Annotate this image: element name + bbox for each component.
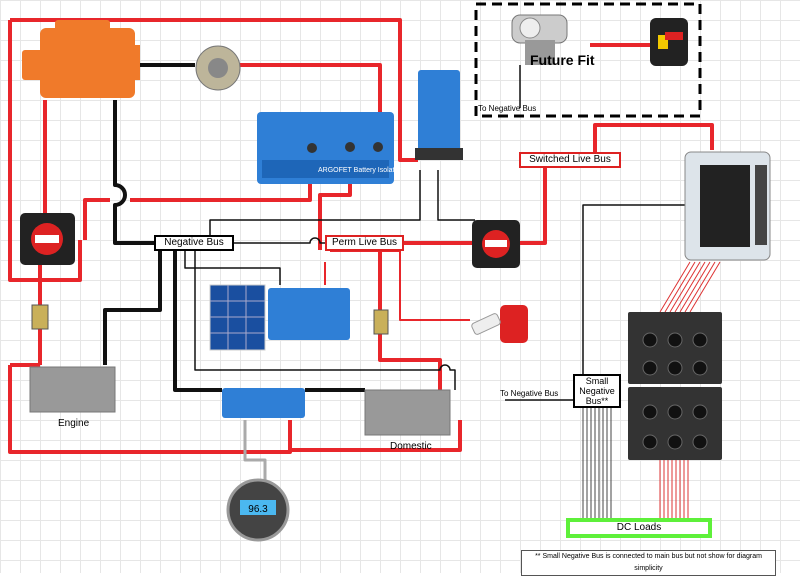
fuse-box-icon xyxy=(684,151,771,261)
domestic-battery-icon xyxy=(364,389,451,436)
battery-charger-icon xyxy=(415,70,463,160)
negative-bus: Negative Bus xyxy=(154,235,234,251)
positive-wires xyxy=(8,18,714,454)
battery-isolator-icon xyxy=(257,112,394,184)
future-fit-box xyxy=(474,2,702,118)
negative-wires xyxy=(103,63,365,392)
bilge-pump-icon xyxy=(471,305,528,343)
windlass-icon xyxy=(511,14,568,65)
monitor-reading: 96.3 xyxy=(248,504,268,515)
mppt-controller-icon xyxy=(268,288,350,340)
circuit-breaker-icon xyxy=(650,18,688,66)
to-negative-bus-top-label: To Negative Bus xyxy=(478,104,537,113)
alternator-icon xyxy=(195,45,241,91)
to-negative-bus-right-label: To Negative Bus xyxy=(500,389,559,398)
future-fit-label: Future Fit xyxy=(530,52,595,68)
small-negative-bus: Small Negative Bus** xyxy=(573,374,621,408)
fuse-engine-icon xyxy=(31,304,49,330)
switched-live-bus: Switched Live Bus xyxy=(519,152,621,168)
fuse-domestic-icon xyxy=(373,309,389,335)
solar-panel-icon xyxy=(209,284,266,351)
battery-switch-left-icon xyxy=(20,213,75,265)
isolator-label: ARGOFET Battery Isolator xyxy=(318,167,401,174)
perm-live-bus: Perm Live Bus xyxy=(325,235,404,251)
engine-battery-icon xyxy=(29,366,116,413)
engine-battery-label: Engine xyxy=(58,418,90,429)
battery-monitor-icon xyxy=(226,478,290,542)
shunt-icon xyxy=(222,388,305,418)
battery-switch-right-icon xyxy=(472,220,520,268)
domestic-battery-label: Domestic xyxy=(390,441,432,452)
dc-loads-box: DC Loads xyxy=(566,518,712,538)
engine-icon xyxy=(22,20,140,98)
footnote: ** Small Negative Bus is connected to ma… xyxy=(521,550,776,576)
